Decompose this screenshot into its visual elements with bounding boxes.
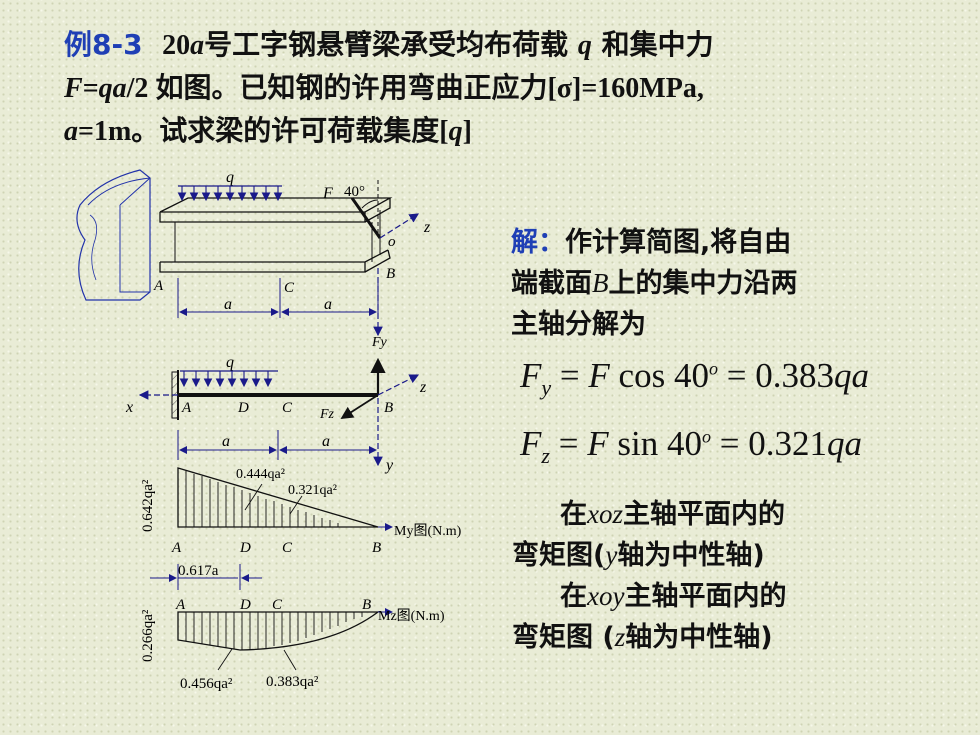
label-A-mid: A — [181, 400, 192, 416]
example-number: 例8-3 — [64, 28, 143, 61]
solution-label: 解： — [511, 227, 565, 258]
label-F: F — [322, 185, 333, 202]
title-line-3: a=1m。试求梁的许可荷载集度[q] — [64, 114, 472, 147]
my-value-D: 0.444qa² — [236, 467, 285, 482]
mz-distance: 0.617a — [178, 563, 219, 579]
my-moment-diagram: 0.642qa² 0.444qa² 0.321qa² A D C B My图(N… — [140, 467, 462, 556]
label-y-mid: y — [384, 457, 394, 474]
equation-fz: Fz = F sin 40o = 0.321qa — [520, 424, 862, 468]
solution-text: 解：作计算简图,将自由 端截面B上的集中力沿两 主轴分解为 — [511, 227, 798, 340]
cantilever-3d-sketch: q F 40° z o B A C a a Fy — [76, 169, 431, 350]
label-A-top: A — [153, 278, 164, 294]
label-a1-mid: a — [222, 433, 230, 450]
label-B-mid: B — [384, 400, 393, 416]
label-z-top: z — [423, 219, 431, 236]
my-value-C: 0.321qa² — [288, 483, 337, 498]
label-q-mid: q — [226, 354, 234, 371]
label-x: x — [125, 399, 133, 416]
label-C-mid: C — [282, 400, 293, 416]
label-B-my: B — [372, 540, 381, 556]
my-left-value: 0.642qa² — [140, 479, 156, 532]
label-q-top: q — [226, 169, 234, 186]
equation-fy: Fy = F cos 40o = 0.383qa — [520, 356, 869, 400]
mz-value-C: 0.383qa² — [266, 674, 319, 690]
label-B-mz: B — [362, 597, 371, 613]
label-D-mz: D — [239, 597, 251, 613]
problem-statement: 例8-3 20a号工字钢悬臂梁承受均布荷载 q 和集中力 F=qa/2 如图。已… — [64, 24, 964, 153]
mz-diagram-label: Mz图(N.m) — [378, 609, 445, 624]
title-line-2: F=qa/2 如图。已知钢的许用弯曲正应力[σ]=160MPa, — [64, 71, 704, 104]
label-D-mid: D — [237, 400, 249, 416]
mz-value-D: 0.456qa² — [180, 676, 233, 692]
title-line-1: 例8-3 20a号工字钢悬臂梁承受均布荷载 q 和集中力 — [64, 28, 714, 61]
moment-diagram-notes: 在xoz主轴平面内的 弯矩图(y轴为中性轴) 在xoy主轴平面内的 弯矩图 (z… — [512, 499, 787, 653]
label-A-mz: A — [175, 597, 186, 613]
label-C-my: C — [282, 540, 293, 556]
mz-left-value: 0.266qa² — [140, 609, 156, 662]
label-B-top: B — [386, 266, 395, 282]
my-diagram-label: My图(N.m) — [394, 524, 462, 539]
label-C-top: C — [284, 280, 295, 296]
label-z-mid: z — [419, 379, 427, 396]
label-D-my: D — [239, 540, 251, 556]
label-Fy: Fy — [371, 335, 388, 350]
mz-moment-diagram: 0.617a 0.266qa² A D C B Mz图(N.m) 0.456qa… — [140, 563, 445, 692]
label-A-my: A — [171, 540, 182, 556]
label-a1-top: a — [224, 296, 232, 313]
label-angle: 40° — [344, 184, 365, 200]
label-a2-top: a — [324, 296, 332, 313]
label-Fz: Fz — [319, 407, 335, 422]
label-o: o — [388, 234, 396, 250]
label-C-mz: C — [272, 597, 283, 613]
computation-sketch: q x A D C Fz B z a a y — [125, 354, 427, 474]
label-a2-mid: a — [322, 433, 330, 450]
